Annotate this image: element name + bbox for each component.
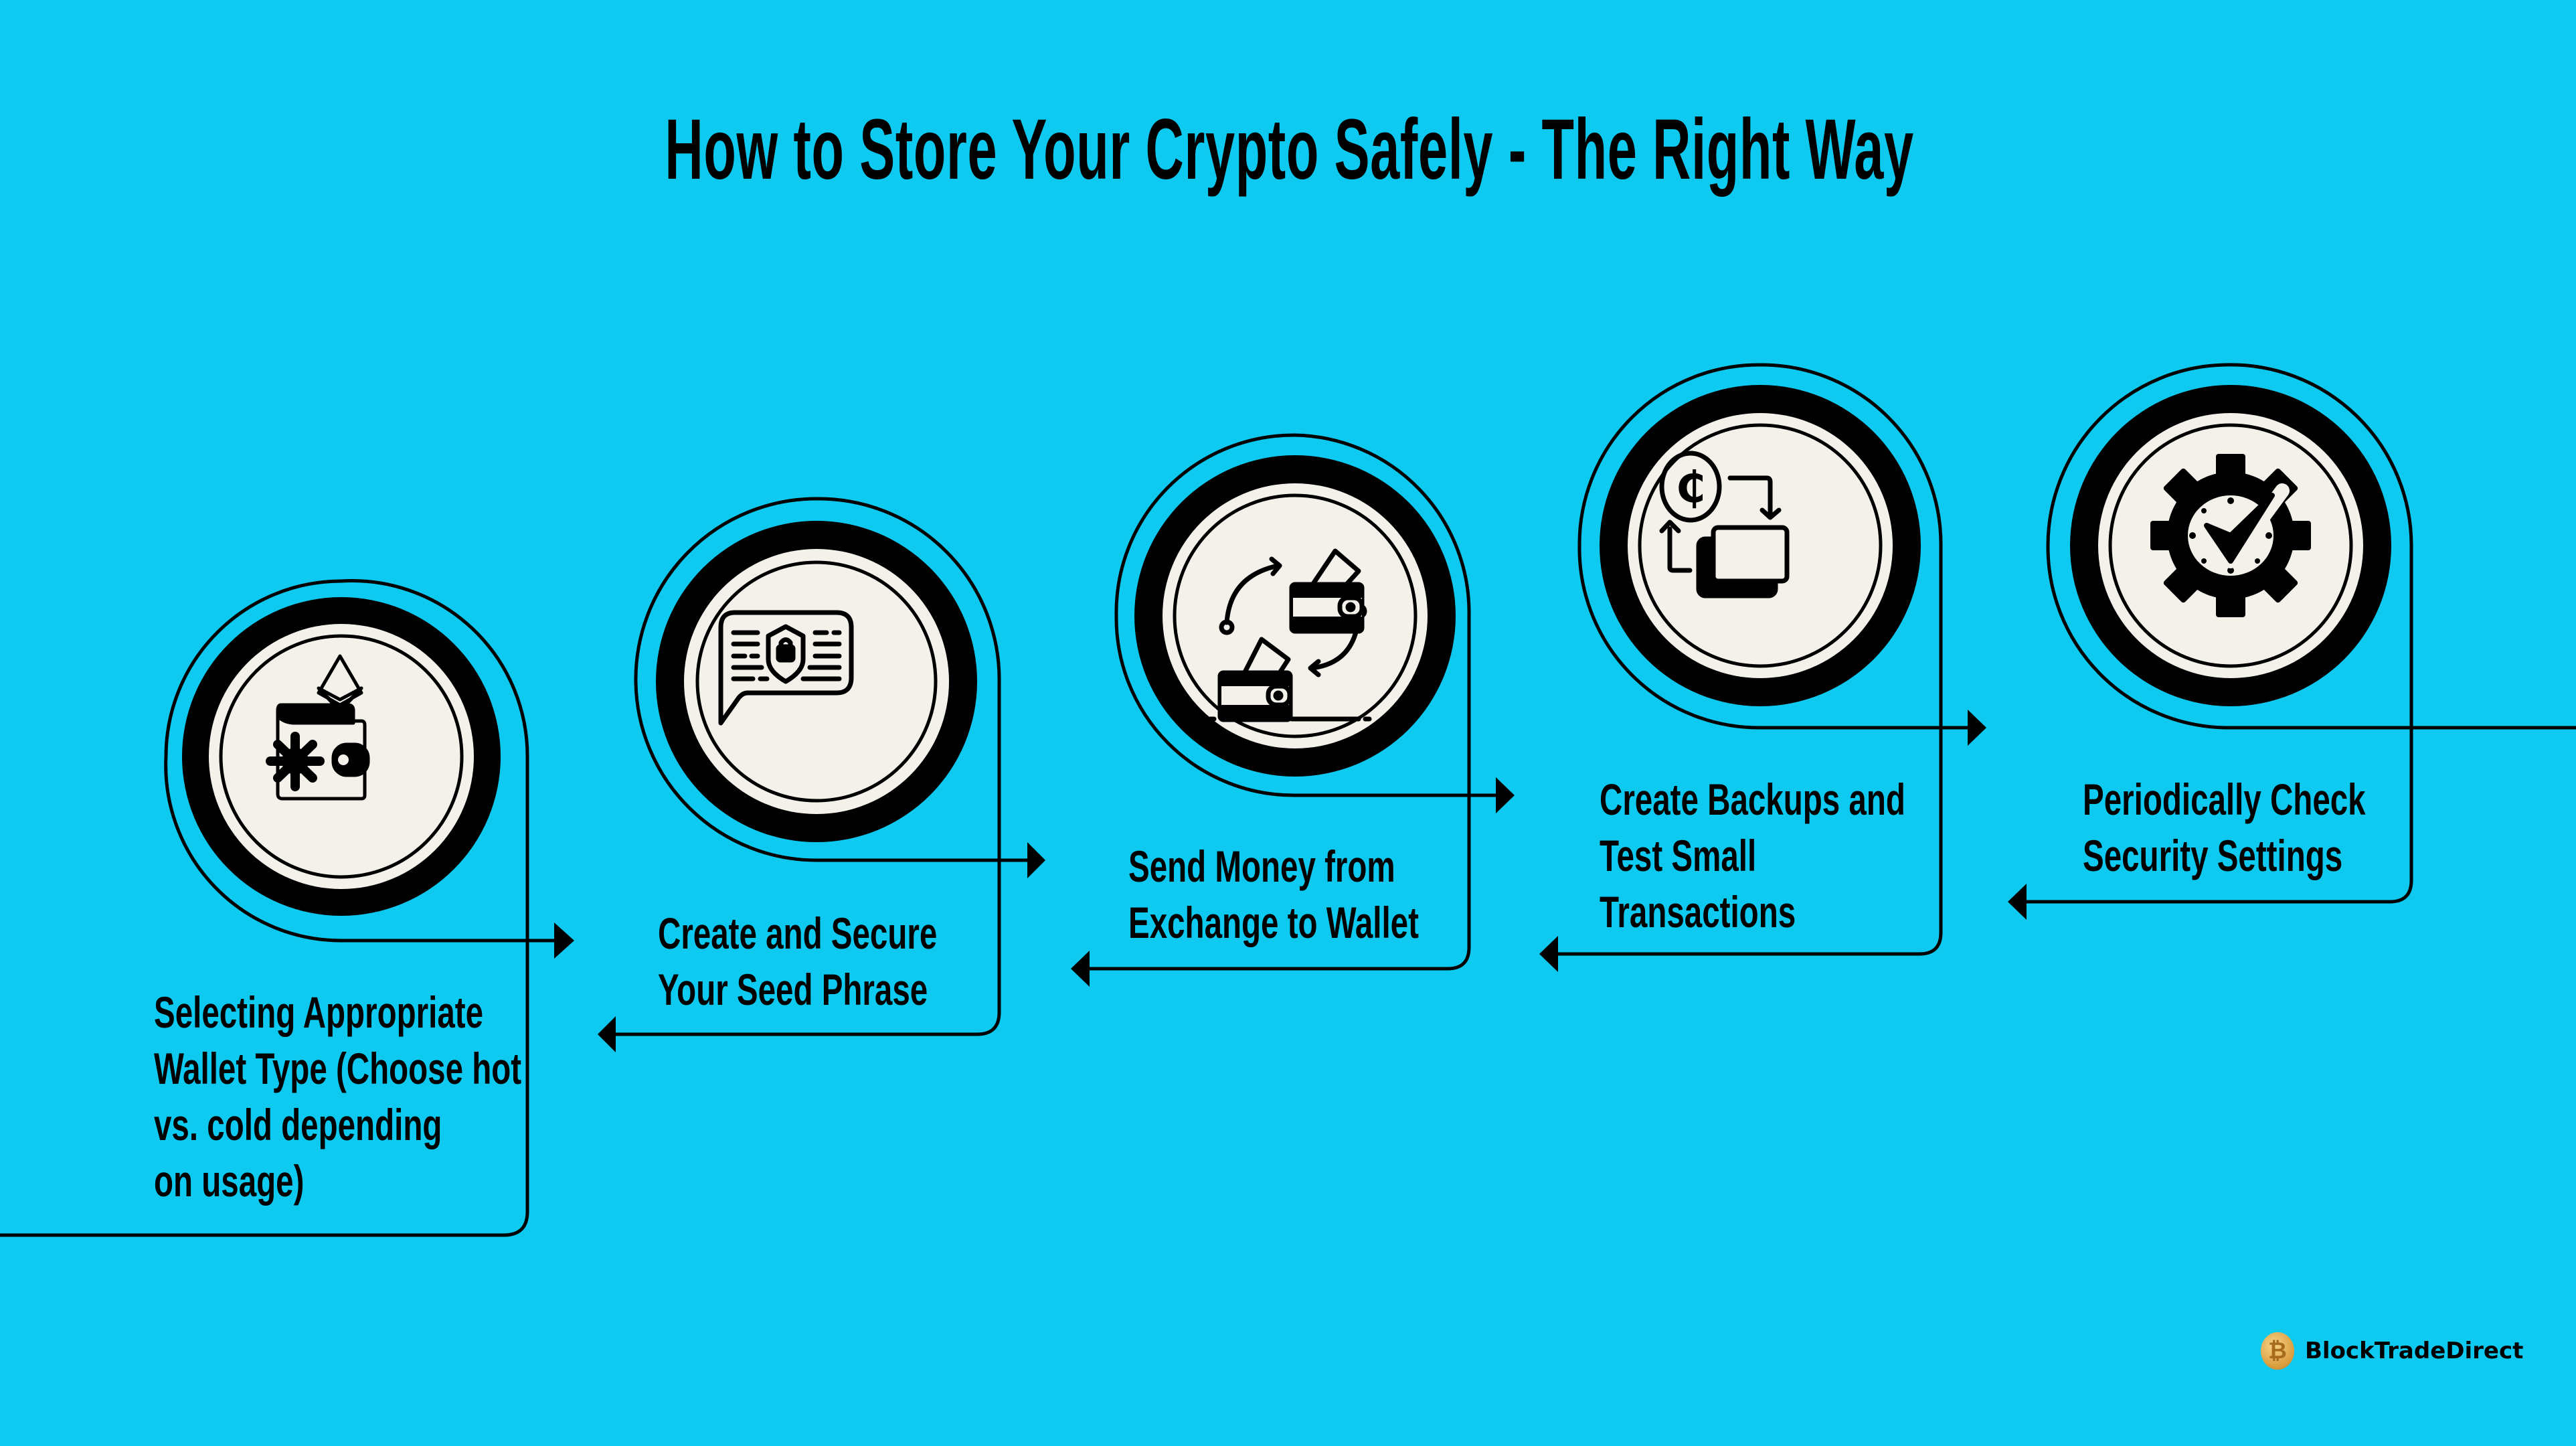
step-2: [598, 497, 1045, 1052]
arrow-left-icon: [1071, 951, 1090, 987]
step-4: ₵: [1539, 363, 1986, 972]
wallet-transfer-icon: [1207, 548, 1372, 722]
page-title: How to Store Your Crypto Safely - The Ri…: [665, 102, 1914, 197]
arrow-right-icon: [1496, 777, 1515, 813]
arrow-left-icon: [2008, 884, 2027, 920]
chat-shield-lock-icon: [718, 610, 854, 726]
arrow-right-icon: [554, 922, 574, 959]
arrow-left-icon: [1539, 936, 1558, 972]
bitcoin-coin-icon: ₿: [2261, 1332, 2294, 1370]
wallet-ethereum-icon: [266, 654, 370, 801]
arrow-right-icon: [1027, 842, 1045, 878]
coin-card-backup-icon: ₵: [1659, 451, 1790, 598]
step-2-label: Create and Secure Your Seed Phrase: [658, 908, 938, 1014]
brand-name: BlockTradeDirect: [2305, 1338, 2524, 1364]
step-3: [1071, 433, 1515, 987]
step-3-label: Send Money from Exchange to Wallet: [1128, 841, 1419, 947]
arrow-right-icon: [1968, 710, 1986, 746]
gear-clock-check-icon: [2150, 454, 2311, 617]
step-1-connector: [0, 579, 529, 1237]
step-1-label: Selecting Appropriate Wallet Type (Choos…: [154, 987, 522, 1206]
step-4-label: Create Backups and Test Small Transactio…: [1600, 775, 1905, 937]
step-5: [2008, 363, 2576, 920]
step-1: [0, 579, 574, 1237]
step-5-label: Periodically Check Security Settings: [2083, 775, 2366, 880]
svg-text:₵: ₵: [1676, 463, 1706, 513]
brand-logo: ₿ BlockTradeDirect: [2261, 1332, 2523, 1370]
arrow-left-icon: [598, 1016, 616, 1052]
